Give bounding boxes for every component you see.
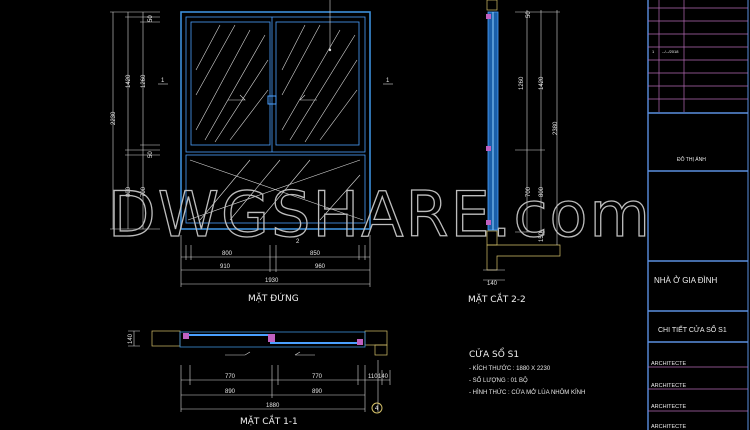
architect-row: ARCHITECTE <box>651 424 686 430</box>
dim-frame: 50 <box>148 151 154 158</box>
spec-title: CỬA SỔ S1 <box>469 347 519 360</box>
dim-glass-left: 770 <box>225 374 236 380</box>
dim-frame: 50 <box>526 11 532 18</box>
grid-marker: 4 <box>375 406 379 412</box>
dim-total: 1880 <box>266 403 280 409</box>
window-outer-frame <box>180 11 371 230</box>
dim-wall: 140 <box>378 374 389 380</box>
revision-date: --/--/2018 <box>662 49 679 54</box>
section-2-2-view: 1260 1420 2380 700 800 150 50 140 MẶT CẮ… <box>468 0 561 305</box>
dim-gap: 110 <box>368 374 378 380</box>
elevation-view: 2230 1420 1260 800 700 50 50 800 850 910… <box>110 0 393 304</box>
dim-lower: 800 <box>539 186 545 197</box>
glass-hatch <box>187 24 364 221</box>
watermark-logo: DWGSHARE.com <box>108 178 652 251</box>
dim-total-height: 2230 <box>111 111 117 125</box>
dim-lower-glass: 700 <box>526 186 532 197</box>
dim-left-glass: 800 <box>222 251 233 257</box>
dim-frame: 50 <box>148 15 154 22</box>
revision-no: 1 <box>652 49 655 54</box>
left-sash <box>190 21 271 146</box>
section-mark-1-right: 1 <box>386 78 390 84</box>
section-1-1-title: MẶT CẮT 1-1 <box>240 414 298 427</box>
dim-sill: 150 <box>539 231 545 242</box>
spec-quantity: - SỐ LƯỢNG : 01 BỘ <box>469 377 528 384</box>
handle-icon <box>267 95 277 105</box>
dim-wall-thickness: 140 <box>128 333 134 344</box>
drawing-title: CHI TIẾT CỬA SỔ S1 <box>658 324 727 334</box>
dim-wall: 140 <box>487 281 498 287</box>
section-2-2-title: MẶT CẮT 2-2 <box>468 292 526 305</box>
architect-row: ARCHITECTE <box>651 404 686 410</box>
owner-name: ĐỖ THỊ ÁNH <box>677 156 706 163</box>
section-1-1-view: 4 770 770 890 890 1880 110 140 140 MẶT C… <box>128 330 391 427</box>
project-name: NHÀ Ở GIA ĐÌNH <box>654 276 718 285</box>
dim-right: 890 <box>312 389 323 395</box>
dim-left: 890 <box>225 389 236 395</box>
section-mark-2: 2 <box>296 239 300 245</box>
title-block: 1 --/--/2018 ĐỖ THỊ ÁNH NHÀ Ở GIA ĐÌNH C… <box>647 0 749 430</box>
dim-right: 960 <box>315 264 326 270</box>
fixed-lower-pane <box>185 154 366 224</box>
dim-glass-right: 770 <box>312 374 323 380</box>
architect-row: ARCHITECTE <box>651 383 686 389</box>
dim-upper-glass: 1260 <box>519 76 525 90</box>
dim-upper-glass: 1260 <box>141 74 147 88</box>
architect-row: ARCHITECTE <box>651 361 686 367</box>
dim-left: 910 <box>220 264 231 270</box>
window-spec: CỬA SỔ S1 - KÍCH THƯỚC : 1880 X 2230 - S… <box>469 347 585 396</box>
dim-lower-glass: 700 <box>141 186 147 197</box>
section-mark-1-left: 1 <box>161 78 165 84</box>
dim-upper: 1420 <box>539 76 545 90</box>
dim-upper: 1420 <box>126 74 132 88</box>
elevation-title: MẶT ĐỨNG <box>248 292 299 304</box>
dim-lower: 800 <box>126 186 132 197</box>
dim-right-glass: 850 <box>310 251 321 257</box>
dim-total-width: 1930 <box>265 278 279 284</box>
spec-type: - HÌNH THỨC : CỬA MỞ LÙA NHÔM KÍNH <box>469 389 585 396</box>
right-sash <box>275 21 360 146</box>
spec-size: - KÍCH THƯỚC : 1880 X 2230 <box>469 365 551 372</box>
dim-total: 2380 <box>553 121 559 135</box>
